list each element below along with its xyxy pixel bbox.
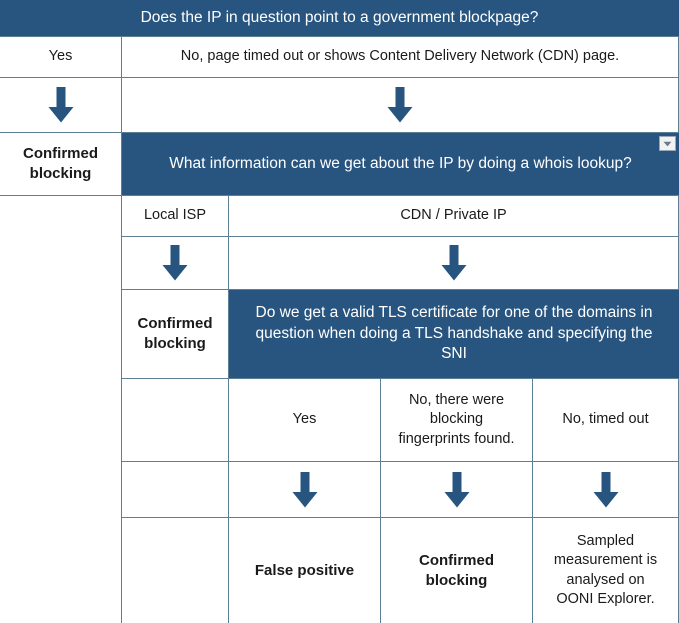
arrow-cell-tls-timed-out [533, 462, 679, 518]
spacer-cell-left-1 [0, 196, 122, 237]
outcome-confirmed-blocking-level3: Confirmed blocking [381, 518, 533, 623]
answer-line-3: fingerprints found. [398, 430, 515, 447]
arrow-down-icon [235, 239, 672, 287]
outcome-line-1: Confirmed [137, 315, 213, 333]
outcome-line-1: Confirmed [419, 551, 494, 569]
arrow-down-icon [539, 464, 672, 515]
chevron-down-icon[interactable] [659, 136, 676, 151]
answer-local-isp: Local ISP [122, 196, 229, 237]
outcome-line-2: blocking [29, 165, 92, 182]
question-3-header: Do we get a valid TLS certificate for on… [229, 290, 679, 379]
answer-line-2: blocking [429, 411, 484, 428]
question-2-header: What information can we get about the IP… [122, 133, 679, 196]
arrow-down-icon [6, 80, 115, 130]
outcome-line-2: blocking [425, 571, 488, 589]
answer-tls-timed-out: No, timed out [533, 379, 679, 462]
arrow-down-icon [387, 464, 526, 515]
spacer-cell-mid-2 [122, 462, 229, 518]
outcome-false-positive: False positive [229, 518, 381, 623]
arrow-down-icon [235, 464, 374, 515]
arrow-cell-yes-blockpage [0, 78, 122, 133]
outcome-confirmed-blocking-level1: Confirmed blocking [0, 133, 122, 196]
answer-line-1: No, there were [408, 392, 505, 409]
spacer-cell-left-4 [0, 379, 122, 462]
answer-no-blockpage: No, page timed out or shows Content Deli… [122, 37, 679, 78]
spacer-cell-left-2 [0, 237, 122, 290]
spacer-cell-left-5 [0, 462, 122, 518]
arrow-cell-local-isp [122, 237, 229, 290]
spacer-cell-mid-1 [122, 379, 229, 462]
spacer-cell-left-6 [0, 518, 122, 623]
answer-cdn-private-ip: CDN / Private IP [229, 196, 679, 237]
outcome-line-4: OONI Explorer. [556, 590, 655, 607]
outcome-confirmed-blocking-level2: Confirmed blocking [122, 290, 229, 379]
arrow-cell-tls-yes [229, 462, 381, 518]
question-1-header: Does the IP in question point to a gover… [0, 0, 679, 37]
arrow-cell-cdn-private-ip [229, 237, 679, 290]
outcome-sampled-measurement: Sampled measurement is analysed on OONI … [533, 518, 679, 623]
outcome-line-3: analysed on [566, 571, 645, 588]
outcome-line-2: measurement is [553, 552, 658, 569]
spacer-cell-mid-3 [122, 518, 229, 623]
arrow-cell-no-blockpage [122, 78, 679, 133]
spacer-cell-left-3 [0, 290, 122, 379]
outcome-line-2: blocking [144, 335, 206, 352]
outcome-line-1: Sampled [576, 533, 635, 550]
arrow-down-icon [128, 239, 222, 287]
answer-yes-blockpage: Yes [0, 37, 122, 78]
arrow-cell-tls-fingerprints [381, 462, 533, 518]
answer-tls-blocking-fingerprints: No, there were blocking fingerprints fou… [381, 379, 533, 462]
arrow-down-icon [128, 80, 672, 130]
answer-tls-yes: Yes [229, 379, 381, 462]
outcome-line-1: Confirmed [23, 145, 98, 163]
